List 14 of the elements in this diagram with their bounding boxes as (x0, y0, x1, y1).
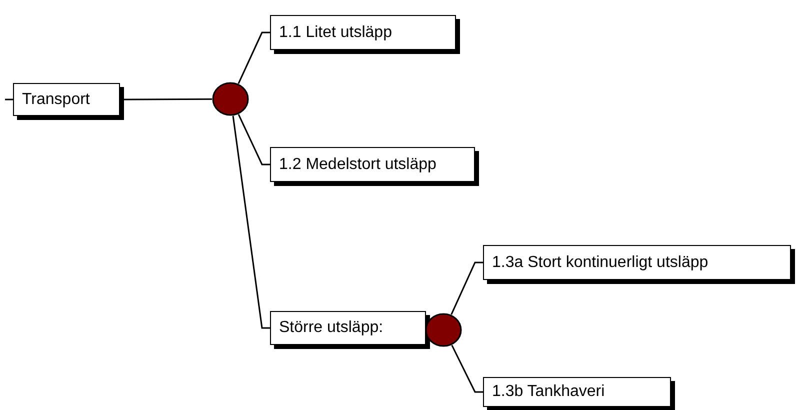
node-text: Transport (22, 90, 91, 110)
connector-line (450, 262, 483, 315)
node-text: 1.1 Litet utsläpp (279, 22, 393, 42)
connector-line (451, 344, 483, 393)
connector-line (238, 32, 270, 84)
junction-circle (425, 313, 462, 347)
connector-line (5, 98, 13, 100)
connector-line (232, 116, 270, 329)
node-text: 1.2 Medelstort utsläpp (279, 154, 438, 174)
junction-circle (212, 82, 249, 116)
connector-line (238, 114, 270, 166)
node-text: Större utsläpp: (279, 318, 384, 338)
node-text: 1.3a Stort kontinuerligt utsläpp (492, 252, 710, 272)
node-text: 1.3b Tankhaveri (492, 382, 606, 402)
